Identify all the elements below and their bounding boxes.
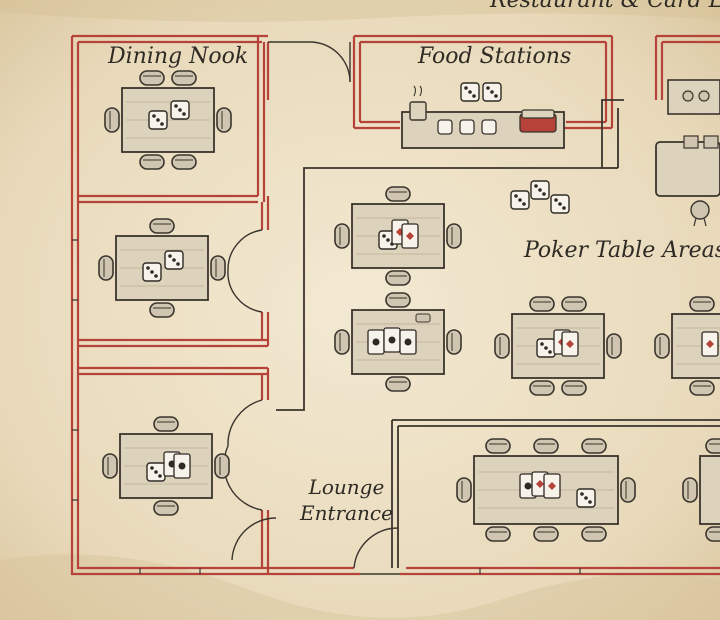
playing-cards-icon	[401, 223, 419, 249]
area-label-poker-table-areas: Poker Table Areas	[524, 238, 720, 263]
dice-icon	[142, 262, 162, 282]
playing-cards-icon	[399, 329, 417, 355]
dice-icon	[460, 82, 480, 102]
playing-cards-icon	[383, 327, 401, 353]
playing-cards-icon	[701, 331, 719, 357]
dice-icon	[510, 190, 530, 210]
lounge-entrance-line2: Entrance	[300, 501, 393, 525]
stool-icon	[690, 200, 710, 227]
coffee-cup-icon	[409, 85, 427, 121]
lounge-long-table	[456, 438, 636, 542]
map-title: Restaurant & Card L	[490, 0, 720, 13]
dice-icon	[482, 82, 502, 102]
food-stations-walls	[352, 34, 720, 130]
poker-table-2	[335, 293, 461, 391]
area-label-food-stations: Food Stations	[418, 44, 572, 69]
playing-cards-icon	[543, 473, 561, 499]
lounge-entrance-line1: Lounge	[308, 475, 385, 499]
area-label-lounge-entrance: Lounge Entrance	[300, 474, 393, 526]
area-label-dining-nook: Dining Nook	[108, 44, 249, 69]
dice-icon	[170, 100, 190, 120]
dice-icon	[576, 488, 596, 508]
bar-counter	[655, 79, 720, 227]
dice-icon	[148, 110, 168, 130]
playing-cards-icon	[561, 331, 579, 357]
food-counter	[401, 82, 565, 149]
lounge-table-right	[682, 438, 720, 542]
dice-icon	[530, 180, 550, 200]
dice-icon	[536, 338, 556, 358]
playing-cards-icon	[367, 329, 385, 355]
dining-room-walls	[78, 36, 270, 574]
dice-icon	[164, 250, 184, 270]
dice-icon	[550, 194, 570, 214]
dice-icon	[146, 462, 166, 482]
playing-cards-icon	[173, 453, 191, 479]
